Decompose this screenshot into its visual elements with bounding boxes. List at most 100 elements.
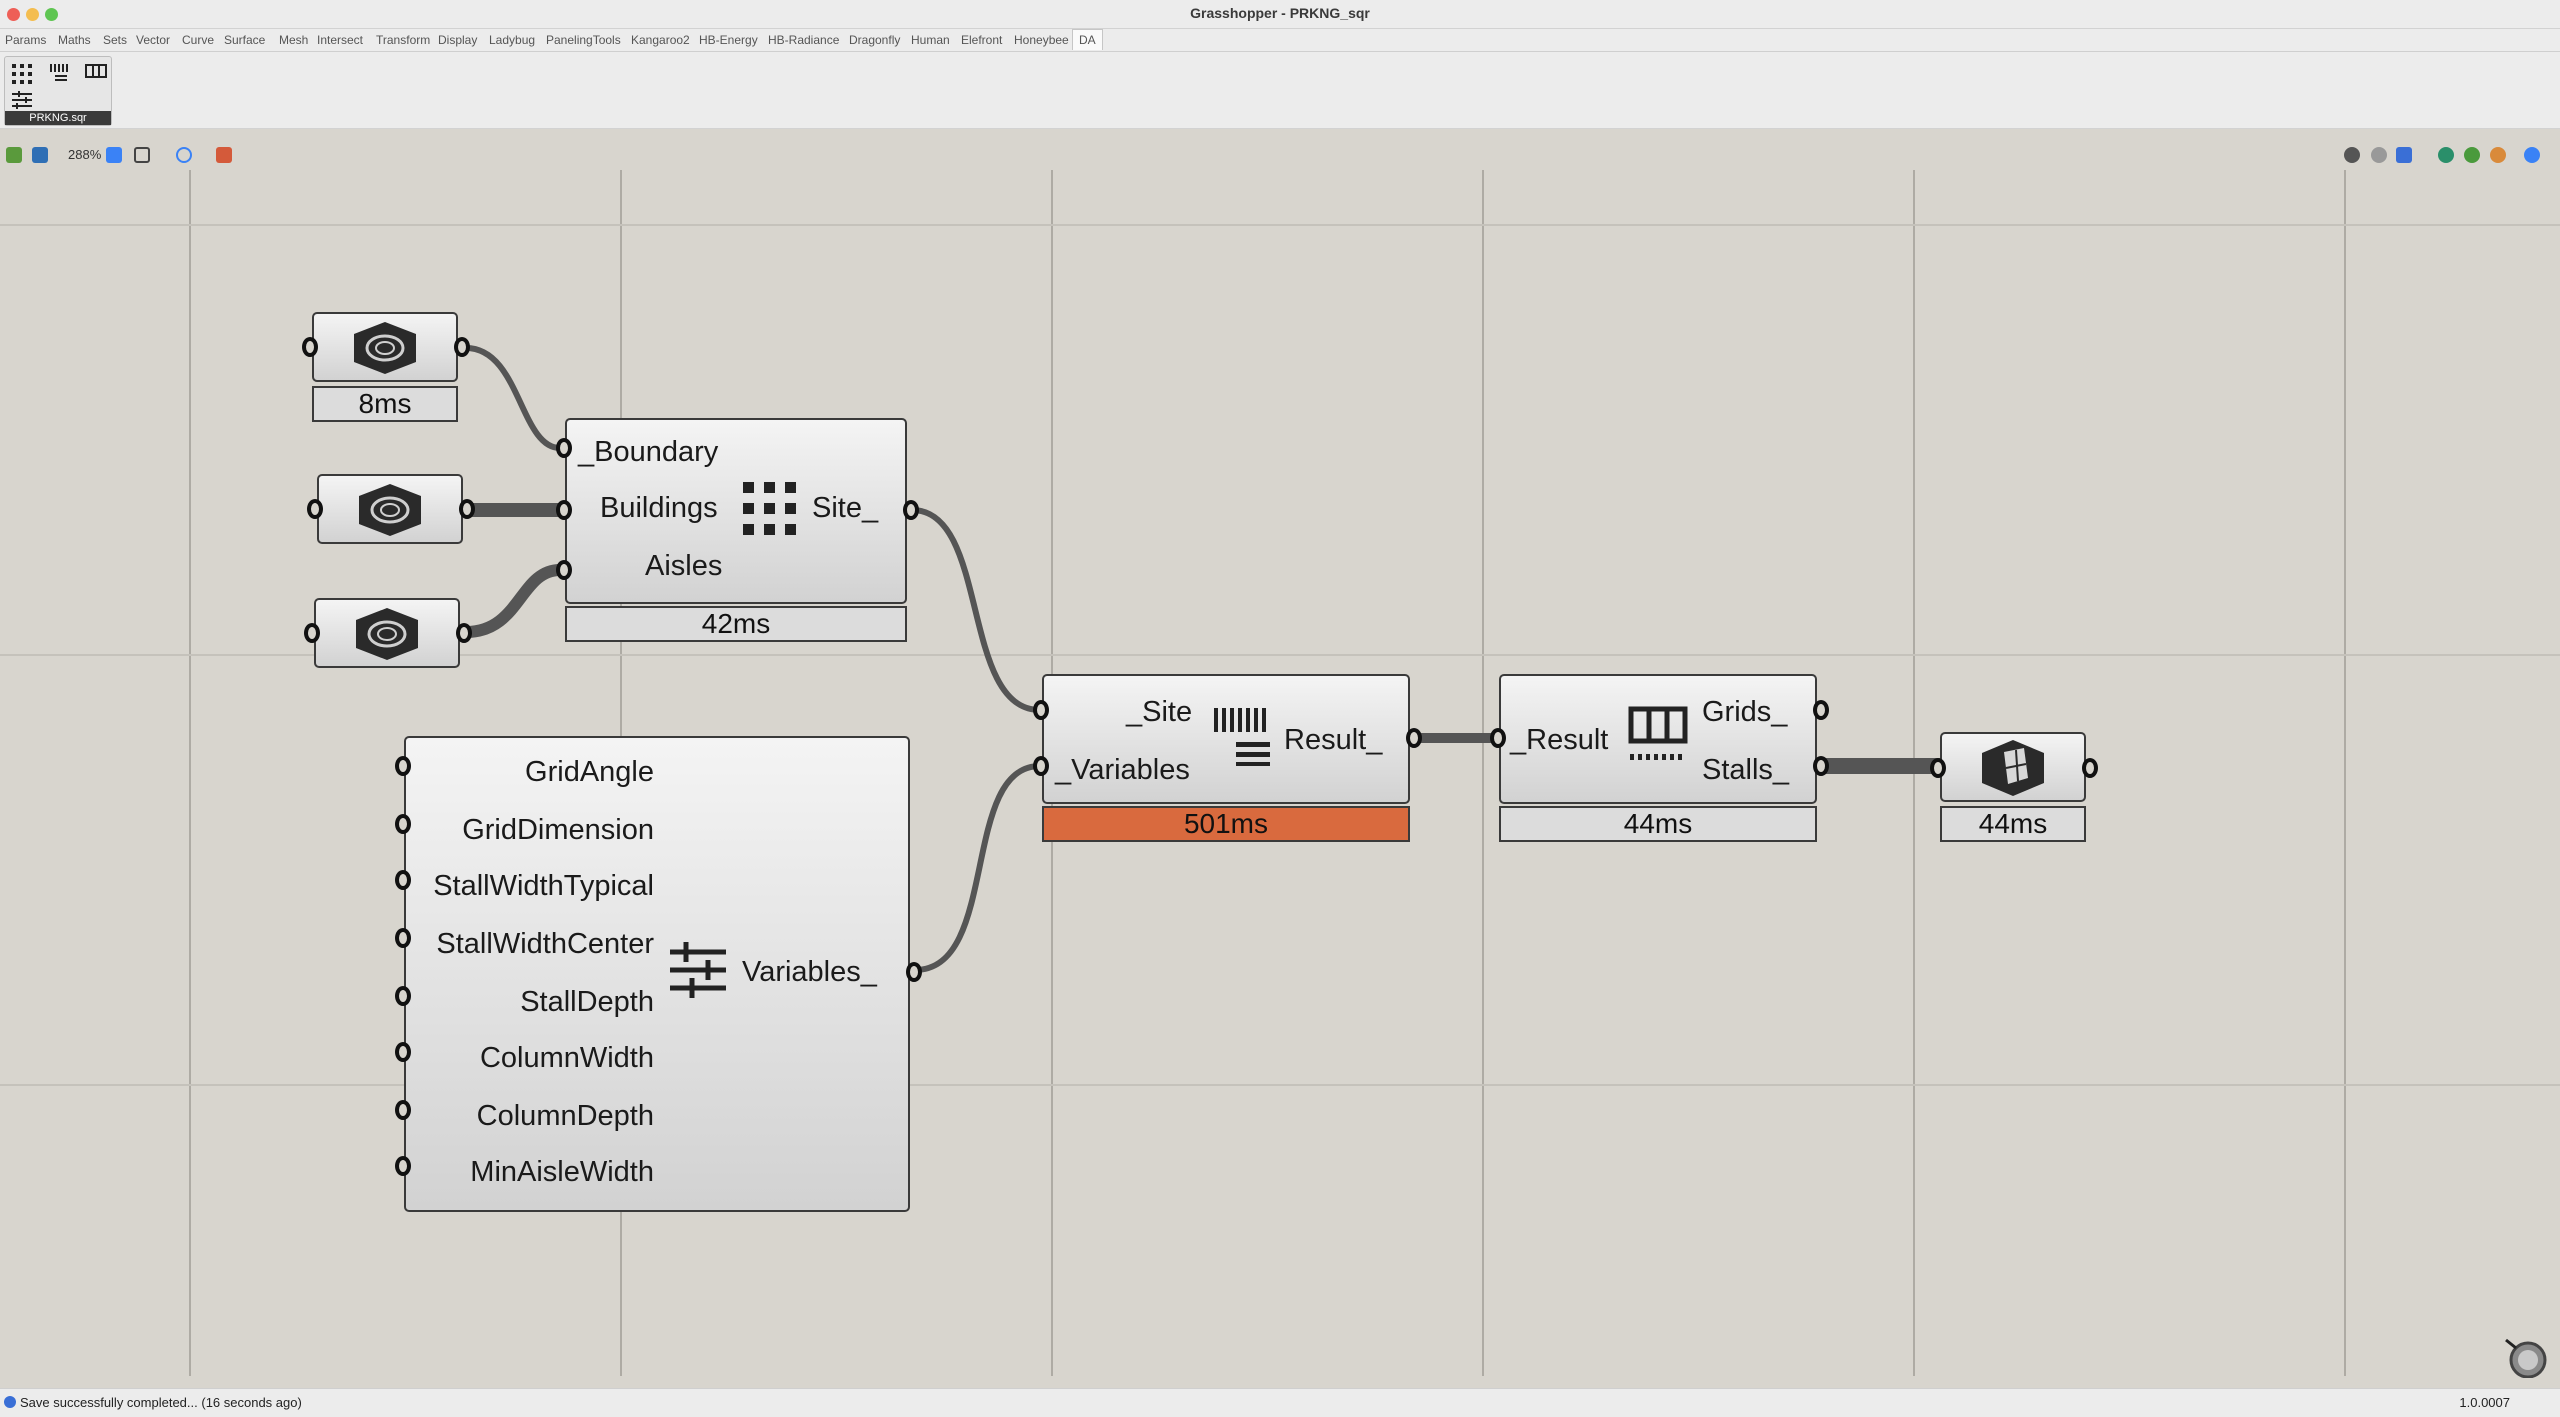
title-bar: Grasshopper - PRKNG_sqr (0, 0, 2560, 29)
canvas-toolbar: 288% (0, 144, 2560, 166)
preview-input-grip[interactable] (1930, 758, 1946, 778)
barcode-icon[interactable] (49, 63, 71, 85)
site-output-grip[interactable] (903, 500, 919, 520)
variables-output: Variables_ (742, 956, 877, 988)
sketch-icon[interactable] (216, 147, 232, 163)
result-output-stalls: Stalls_ (1702, 754, 1790, 786)
save-file-icon[interactable] (32, 147, 48, 163)
close-window-button[interactable] (7, 8, 20, 21)
tab-transform[interactable]: Transform (376, 33, 431, 47)
preview-shaded-icon[interactable] (2371, 147, 2387, 163)
hexagon-param-icon (359, 484, 421, 536)
variables-input-columnwidth: ColumnWidth (479, 1042, 654, 1074)
result-input-grip[interactable] (1490, 728, 1506, 748)
variables-input-columndepth: ColumnDepth (476, 1100, 654, 1132)
tab-human[interactable]: Human (911, 33, 950, 47)
tab-ladybug[interactable]: Ladybug (489, 33, 536, 47)
solver-input-grip-1[interactable] (1033, 700, 1049, 720)
tab-da[interactable]: DA (1072, 29, 1103, 50)
display-mode-1-icon[interactable] (2438, 147, 2454, 163)
status-bar: Save successfully completed... (16 secon… (0, 1388, 2560, 1417)
param-1-time: 8ms (312, 386, 458, 422)
minimize-window-button[interactable] (26, 8, 39, 21)
tab-display[interactable]: Display (438, 33, 478, 47)
result-input: _Result (1510, 724, 1609, 756)
ribbon: PRKNG.sqr (0, 52, 2560, 129)
param-3-input-grip[interactable] (304, 623, 320, 643)
tab-vector[interactable]: Vector (136, 33, 171, 47)
param-2-input-grip[interactable] (307, 499, 323, 519)
tab-maths[interactable]: Maths (58, 33, 91, 47)
tab-dragonfly[interactable]: Dragonfly (849, 33, 901, 47)
preview-wire-icon[interactable] (2344, 147, 2360, 163)
tab-hb-radiance[interactable]: HB-Radiance (768, 33, 840, 47)
site-input-grip-1[interactable] (556, 438, 572, 458)
variables-component[interactable] (404, 736, 910, 1212)
tab-honeybee[interactable]: Honeybee (1014, 33, 1069, 47)
tab-sets[interactable]: Sets (103, 33, 128, 47)
result-output-grip-2[interactable] (1813, 756, 1829, 776)
variables-input-grip-6[interactable] (395, 1042, 411, 1062)
status-globe-icon (4, 1396, 16, 1408)
zoom-extents-icon[interactable] (134, 147, 150, 163)
site-output: Site_ (812, 492, 879, 524)
result-output-grip-1[interactable] (1813, 700, 1829, 720)
param-1-input-grip[interactable] (302, 337, 318, 357)
display-mode-4-icon[interactable] (2524, 147, 2540, 163)
site-input-grip-3[interactable] (556, 560, 572, 580)
tab-params[interactable]: Params (5, 33, 47, 47)
slider-icon[interactable] (11, 91, 33, 109)
tab-mesh[interactable]: Mesh (279, 33, 309, 47)
variables-input-stalldepth: StallDepth (520, 986, 654, 1018)
ribbon-panel-label: PRKNG.sqr (5, 111, 111, 125)
result-output-grids: Grids_ (1702, 696, 1788, 728)
variables-output-grip[interactable] (906, 962, 922, 982)
grid-dots-icon (743, 482, 796, 535)
preview-time: 44ms (1940, 806, 2086, 842)
preview-selected-icon[interactable] (2396, 147, 2412, 163)
maximize-window-button[interactable] (45, 8, 58, 21)
variables-input-grip-4[interactable] (395, 928, 411, 948)
tab-surface[interactable]: Surface (224, 33, 266, 47)
solver-component[interactable] (1042, 674, 1410, 804)
tab-curve[interactable]: Curve (182, 33, 215, 47)
grasshopper-canvas[interactable]: 8ms _Boundary Buildings Aisles Site_ 42m… (0, 170, 2560, 1378)
columns-icon[interactable] (85, 63, 107, 85)
tab-panelingtools[interactable]: PanelingTools (546, 33, 621, 47)
tab-intersect[interactable]: Intersect (317, 33, 364, 47)
preview-icon (1982, 740, 2044, 796)
preview-output-grip[interactable] (2082, 758, 2098, 778)
solver-output-grip[interactable] (1406, 728, 1422, 748)
canvas-navigator-icon[interactable] (2504, 1338, 2548, 1378)
solver-output: Result_ (1284, 724, 1383, 756)
result-time: 44ms (1499, 806, 1817, 842)
tab-hb-energy[interactable]: HB-Energy (699, 33, 758, 47)
solver-input-grip-2[interactable] (1033, 756, 1049, 776)
variables-input-grip-8[interactable] (395, 1156, 411, 1176)
variables-input-grip-5[interactable] (395, 986, 411, 1006)
solver-input-site: _Site (1126, 696, 1193, 728)
tab-elefront[interactable]: Elefront (961, 33, 1003, 47)
param-2-output-grip[interactable] (459, 499, 475, 519)
tab-kangaroo2[interactable]: Kangaroo2 (631, 33, 690, 47)
zoom-dropdown-icon[interactable] (106, 147, 122, 163)
display-mode-2-icon[interactable] (2464, 147, 2480, 163)
open-file-icon[interactable] (6, 147, 22, 163)
variables-input-grip-2[interactable] (395, 814, 411, 834)
param-1-output-grip[interactable] (454, 337, 470, 357)
variables-input-grip-1[interactable] (395, 756, 411, 776)
grid-dots-icon[interactable] (11, 63, 33, 85)
wires (460, 345, 1948, 973)
param-3-output-grip[interactable] (456, 623, 472, 643)
preview-icon[interactable] (176, 147, 192, 163)
solver-time: 501ms (1042, 806, 1410, 842)
ribbon-panel: PRKNG.sqr (4, 56, 112, 126)
display-mode-3-icon[interactable] (2490, 147, 2506, 163)
variables-input-grip-7[interactable] (395, 1100, 411, 1120)
variables-input-grip-3[interactable] (395, 870, 411, 890)
variables-input-stallwidthtypical: StallWidthTypical (433, 870, 654, 902)
site-component[interactable] (565, 418, 907, 604)
site-input-grip-2[interactable] (556, 500, 572, 520)
variables-input-griddimension: GridDimension (462, 814, 654, 846)
zoom-level[interactable]: 288% (68, 147, 102, 162)
